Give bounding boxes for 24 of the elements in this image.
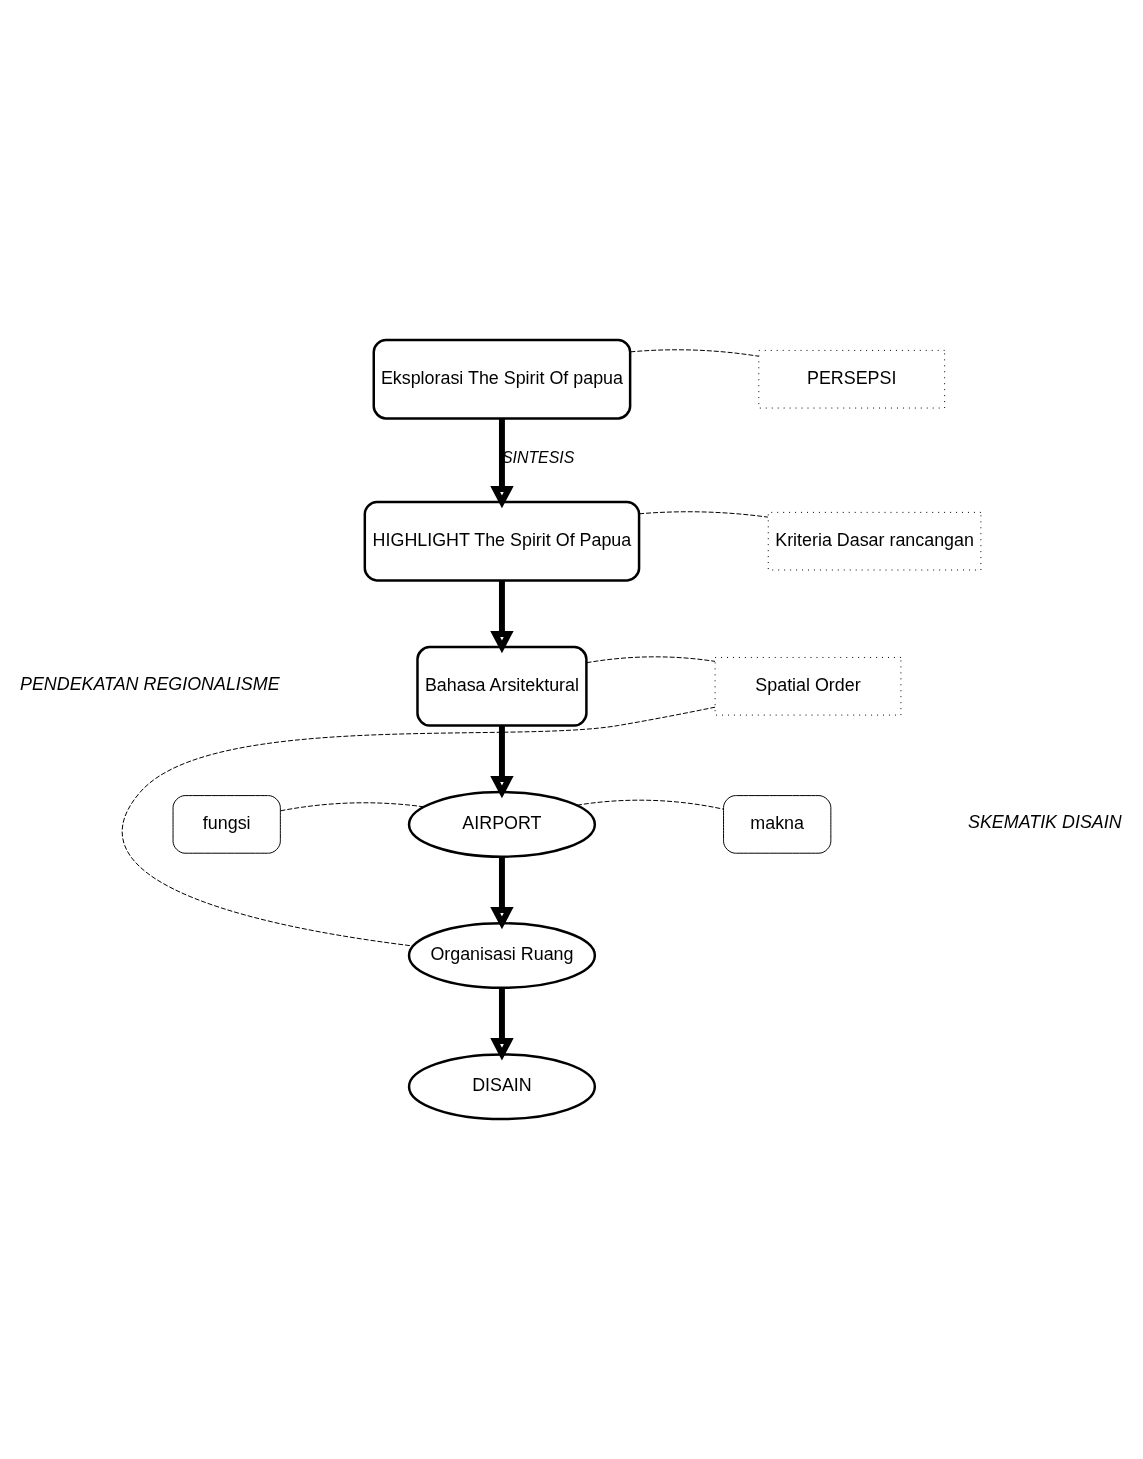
node-box: HIGHLIGHT The Spirit Of Papua — [363, 500, 641, 582]
node-box: makna — [723, 795, 832, 854]
arrow — [490, 857, 514, 930]
arrow — [490, 988, 514, 1061]
node-box: Kriteria Dasar rancangan — [767, 511, 982, 571]
node-ellipse: Organisasi Ruang — [407, 922, 597, 990]
connector — [586, 656, 716, 664]
arrow — [490, 725, 514, 799]
label: SKEMATIK DISAIN — [967, 811, 1122, 832]
node-box: fungsi — [172, 795, 281, 854]
node-box: Spatial Order — [714, 656, 902, 716]
arrow — [490, 418, 514, 509]
label: PENDEKATAN REGIONALISME — [20, 673, 280, 694]
node-box: PERSEPSI — [758, 349, 946, 409]
connector — [638, 511, 769, 518]
node-ellipse: DISAIN — [407, 1053, 597, 1121]
node-ellipse: AIRPORT — [407, 790, 597, 858]
connector — [576, 799, 724, 810]
node-box: Eksplorasi The Spirit Of papua — [372, 338, 632, 420]
arrow — [490, 580, 514, 654]
connector — [121, 706, 716, 947]
connector — [629, 349, 760, 357]
connector — [279, 802, 425, 812]
node-box: Bahasa Arsitektural — [416, 645, 588, 727]
